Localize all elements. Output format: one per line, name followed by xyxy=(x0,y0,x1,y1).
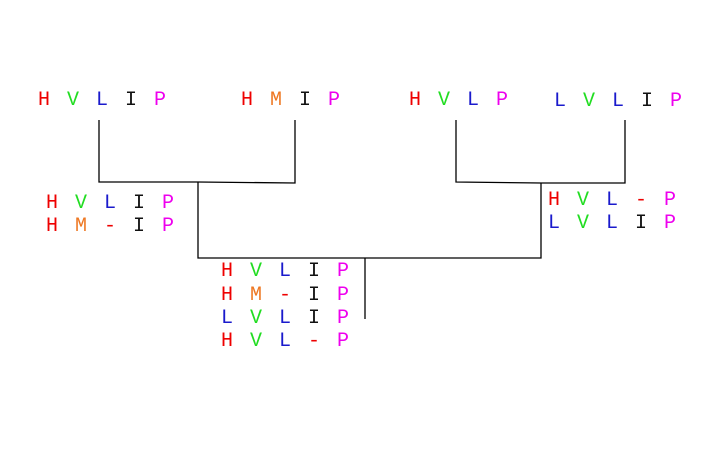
residue-m: M xyxy=(270,89,283,112)
residue-p: P xyxy=(162,215,175,238)
residue-m: M xyxy=(75,215,88,238)
gap-symbol: - xyxy=(635,189,648,212)
residue-i: I xyxy=(299,89,312,112)
residue-v: V xyxy=(250,260,263,283)
residue-h: H xyxy=(46,215,59,238)
residue-p: P xyxy=(670,90,683,113)
residue-l: L xyxy=(279,330,292,353)
edge-leaf-3 xyxy=(455,120,542,184)
residue-m: M xyxy=(250,284,263,307)
residue-i: I xyxy=(308,260,321,283)
residue-v: V xyxy=(438,89,451,112)
residue-p: P xyxy=(337,307,350,330)
edge-right-to-root xyxy=(365,183,542,259)
residue-l: L xyxy=(612,90,625,113)
residue-l: L xyxy=(96,89,109,112)
residue-h: H xyxy=(46,192,59,215)
edge-leaf-2 xyxy=(197,120,296,184)
residue-p: P xyxy=(496,89,509,112)
residue-h: H xyxy=(38,89,51,112)
residue-i: I xyxy=(641,90,654,113)
residue-p: P xyxy=(162,192,175,215)
residue-v: V xyxy=(577,189,590,212)
residue-l: L xyxy=(606,212,619,235)
edge-leaf-4 xyxy=(541,120,626,184)
residue-v: V xyxy=(250,307,263,330)
residue-v: V xyxy=(250,330,263,353)
residue-l: L xyxy=(104,192,117,215)
residue-i: I xyxy=(133,215,146,238)
residue-v: V xyxy=(67,89,80,112)
residue-h: H xyxy=(409,89,422,112)
residue-v: V xyxy=(75,192,88,215)
edge-leaf-1 xyxy=(98,120,198,183)
residue-h: H xyxy=(241,89,254,112)
residue-l: L xyxy=(554,90,567,113)
residue-h: H xyxy=(221,330,234,353)
residue-l: L xyxy=(606,189,619,212)
residue-h: H xyxy=(221,260,234,283)
residue-l: L xyxy=(221,307,234,330)
residue-p: P xyxy=(337,260,350,283)
residue-i: I xyxy=(308,284,321,307)
residue-v: V xyxy=(577,212,590,235)
residue-p: P xyxy=(154,89,167,112)
residue-l: L xyxy=(467,89,480,112)
residue-l: L xyxy=(548,212,561,235)
residue-l: L xyxy=(279,307,292,330)
residue-i: I xyxy=(635,212,648,235)
residue-l: L xyxy=(279,260,292,283)
residue-p: P xyxy=(664,212,677,235)
residue-p: P xyxy=(337,284,350,307)
residue-i: I xyxy=(133,192,146,215)
gap-symbol: - xyxy=(104,215,117,238)
gap-symbol: - xyxy=(308,330,321,353)
edge-left-to-root xyxy=(197,182,365,259)
residue-p: P xyxy=(328,89,341,112)
residue-v: V xyxy=(583,90,596,113)
residue-p: P xyxy=(337,330,350,353)
residue-p: P xyxy=(664,189,677,212)
residue-h: H xyxy=(548,189,561,212)
residue-i: I xyxy=(308,307,321,330)
residue-i: I xyxy=(125,89,138,112)
residue-h: H xyxy=(221,284,234,307)
gap-symbol: - xyxy=(279,284,292,307)
